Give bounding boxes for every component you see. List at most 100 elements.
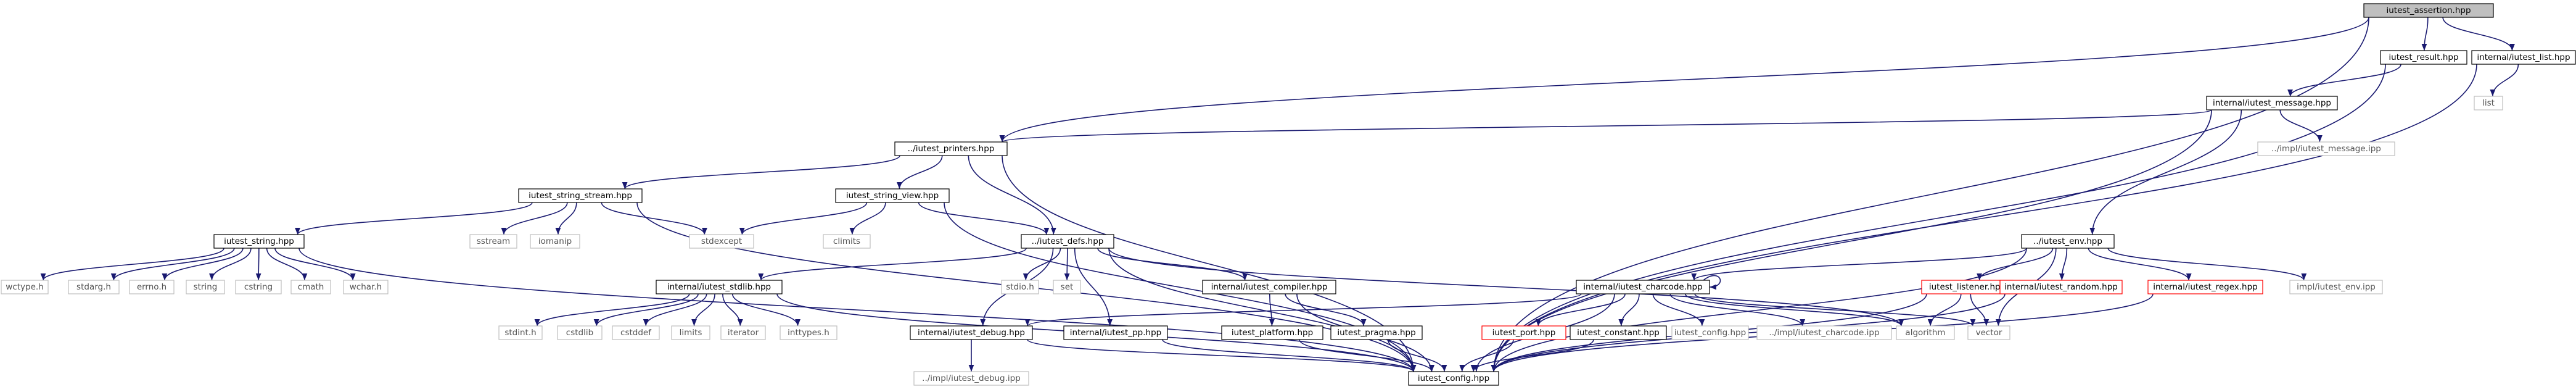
node-stdexcept: stdexcept: [689, 234, 754, 249]
node-stdlib-hpp[interactable]: internal/iutest_stdlib.hpp: [656, 280, 783, 294]
node-sstream: sstream: [469, 234, 517, 249]
node-defs[interactable]: ../iutest_defs.hpp: [1021, 234, 1114, 249]
node-pragma[interactable]: iutest_pragma.hpp: [1330, 325, 1423, 340]
node-charcode[interactable]: internal/iutest_charcode.hpp: [1576, 280, 1710, 294]
node-box: [671, 325, 710, 340]
node-label: stdarg.h: [76, 282, 111, 292]
node-box: [1221, 325, 1323, 340]
node-label: internal/iutest_compiler.hpp: [1211, 282, 1328, 292]
node-env[interactable]: ../iutest_env.hpp: [2021, 234, 2115, 249]
node-label: ../impl/iutest_message.ipp: [2271, 144, 2381, 154]
node-label: iutest_listener.hpp: [1929, 282, 2006, 292]
node-box: [835, 188, 950, 203]
node-label: wctype.h: [6, 282, 43, 292]
edge-defs-to-stdio: [1023, 248, 1061, 281]
node-box: [518, 188, 643, 203]
node-label: ../impl/iutest_debug.ipp: [922, 373, 1021, 383]
node-list[interactable]: internal/iutest_list.hpp: [2471, 50, 2576, 65]
node-env-ipp: impl/iutest_env.ipp: [2289, 280, 2383, 294]
edge-compiler-to-platform: [1269, 293, 1275, 327]
node-result[interactable]: iutest_result.hpp: [2380, 50, 2467, 65]
node-box: [2474, 96, 2503, 111]
edge-stdlib_hpp-to-stdint: [534, 293, 690, 327]
node-debug[interactable]: internal/iutest_debug.hpp: [910, 325, 1033, 340]
node-box: [1330, 325, 1423, 340]
node-pp[interactable]: internal/iutest_pp.hpp: [1063, 325, 1168, 340]
node-box: [1756, 325, 1892, 340]
node-debug-ipp: ../impl/iutest_debug.ipp: [913, 371, 1029, 386]
edge-defs-to-stdlib_hpp: [758, 248, 1027, 281]
node-box: [530, 234, 580, 249]
node-box: [469, 234, 517, 249]
node-root[interactable]: iutest_assertion.hpp: [2363, 3, 2494, 18]
edge-string_stream-to-iomanip: [555, 202, 577, 235]
node-inttypes: inttypes.h: [780, 325, 837, 340]
node-constant[interactable]: iutest_constant.hpp: [1570, 325, 1667, 340]
node-label: iterator: [728, 328, 759, 338]
edge-constant-to-config: [1470, 339, 1594, 372]
node-message[interactable]: internal/iutest_message.hpp: [2206, 96, 2338, 111]
edge-message-to-printers: [1000, 109, 2212, 143]
node-config[interactable]: iutest_config.hpp: [1408, 371, 1499, 386]
edge-string_stream-to-stdexcept: [601, 202, 707, 235]
node-compiler[interactable]: internal/iutest_compiler.hpp: [1202, 280, 1336, 294]
node-label: ../iutest_defs.hpp: [1032, 236, 1104, 246]
node-algorithm: algorithm: [1896, 325, 1955, 340]
node-box: [1, 280, 49, 294]
edge-result-to-config: [1491, 64, 2386, 372]
edge-charcode-to-debug: [1024, 293, 1582, 327]
edge-string_stream-to-string: [295, 202, 533, 235]
node-label: impl/iutest_env.ipp: [2297, 282, 2376, 292]
node-label: iutest_constant.hpp: [1577, 328, 1660, 338]
node-box: [343, 280, 389, 294]
node-box: [213, 234, 305, 249]
edge-printers-to-defs: [968, 155, 1056, 235]
node-label: iomanip: [538, 236, 572, 246]
node-string[interactable]: iutest_string.hpp: [213, 234, 305, 249]
node-box: [1967, 325, 2010, 340]
node-printers[interactable]: ../iutest_printers.hpp: [894, 141, 1008, 156]
node-string-stream[interactable]: iutest_string_stream.hpp: [518, 188, 643, 203]
node-label: list: [2482, 98, 2495, 108]
node-box: [1202, 280, 1336, 294]
node-string-view[interactable]: iutest_string_view.hpp: [835, 188, 950, 203]
node-charcode-ipp: ../impl/iutest_charcode.ipp: [1756, 325, 1892, 340]
node-label: internal/iutest_regex.hpp: [2153, 282, 2258, 292]
edge-root-to-list: [2442, 17, 2515, 51]
edge-compiler-to-pragma: [1285, 293, 1367, 327]
edge-result-to-message: [2287, 64, 2401, 97]
node-box: [235, 280, 282, 294]
edge-string-to-errno: [162, 248, 244, 281]
edge-stdlib_hpp-to-cstddef: [643, 293, 707, 327]
edge-stdlib_hpp-to-inttypes: [731, 293, 801, 327]
node-box: [1063, 325, 1168, 340]
node-iomanip: iomanip: [530, 234, 580, 249]
node-label: internal/iutest_list.hpp: [2477, 52, 2570, 62]
node-box: [498, 325, 543, 340]
node-platform[interactable]: iutest_platform.hpp: [1221, 325, 1323, 340]
node-box: [1570, 325, 1667, 340]
edge-string_stream-to-sstream: [501, 202, 568, 235]
edge-string-to-cmath: [266, 248, 308, 281]
edge-env-to-charcode: [1691, 248, 2027, 281]
edge-defs-to-pp: [1074, 248, 1113, 327]
edge-defs-to-compiler: [1097, 248, 1248, 281]
node-label: cmath: [298, 282, 324, 292]
node-box: [1001, 280, 1039, 294]
edge-pp-to-config: [1162, 339, 1417, 372]
node-label: string: [194, 282, 218, 292]
node-label: iutest_string_view.hpp: [846, 191, 939, 201]
node-label: errno.h: [137, 282, 167, 292]
node-label: cstddef: [620, 328, 652, 338]
node-box: [656, 280, 783, 294]
node-box: [1021, 234, 1114, 249]
node-message-ipp: ../impl/iutest_message.ipp: [2257, 141, 2395, 156]
node-regex: internal/iutest_regex.hpp: [2147, 280, 2263, 294]
edge-listener-to-algorithm: [1927, 293, 1962, 327]
edge-string_view-to-stdexcept: [739, 202, 868, 235]
node-iterator: iterator: [720, 325, 766, 340]
edge-pragma-to-config: [1387, 339, 1447, 372]
node-label: ../iutest_env.hpp: [2033, 236, 2102, 246]
node-label: iutest_platform.hpp: [1232, 328, 1313, 338]
